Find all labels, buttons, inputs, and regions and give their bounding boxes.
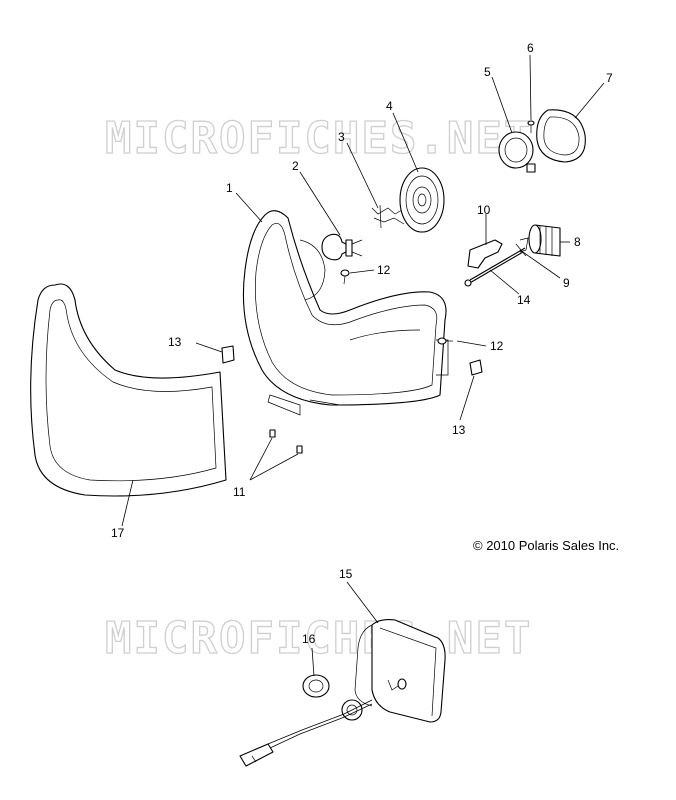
callout-2: 2 [292,159,299,173]
callout-6: 6 [527,41,534,55]
socket-gasket-part [536,109,586,163]
callout-4: 4 [386,99,393,113]
reflector-ring-part [399,167,445,233]
callout-5: 5 [484,65,491,79]
callout-1: 1 [226,181,233,195]
clip-left-part [221,345,235,364]
screw-lower-part [437,337,453,345]
callout-9: 9 [563,276,570,290]
watermark-bottom: MICROFICHES.NET [105,613,532,664]
headlight-housing-part [242,210,449,416]
callout-10: 10 [477,203,491,217]
bracket-part [467,239,503,269]
callout-17: 17 [111,526,125,540]
callout-15: 15 [339,567,353,581]
small-screw-part [527,120,535,133]
callout-14: 14 [517,293,531,307]
callout-12-lower: 12 [490,339,504,353]
copyright-notice: © 2010 Polaris Sales Inc. [473,538,619,553]
leader-lines [121,54,605,677]
pin-right-part [296,445,303,454]
callout-12-upper: 12 [377,263,391,277]
adjuster-spring-part [515,237,529,257]
callout-labels: 1 2 3 4 5 6 7 8 9 10 11 12 12 13 13 14 1… [111,41,613,646]
seal-gasket-part [30,283,227,497]
pin-left-part [269,429,276,438]
callout-7: 7 [606,71,613,85]
control-module-part [354,619,446,723]
wire-harness-part [239,699,373,767]
callout-3: 3 [338,130,345,144]
callout-16: 16 [302,632,316,646]
adjuster-rod-part [464,247,526,287]
callout-11: 11 [233,485,246,499]
adjuster-knob-part [528,224,561,257]
watermark-top: MICROFICHES.NET [105,113,532,164]
clip-right-part [469,359,483,376]
bulb-part [321,233,363,261]
spring-clip-part [371,204,405,229]
grommet-upper-part [302,674,330,698]
lamp-socket-part [498,131,536,173]
callout-13-right: 13 [452,423,466,437]
callout-13-left: 13 [168,335,182,349]
callout-8: 8 [574,235,581,249]
screw-upper-part [340,269,350,285]
